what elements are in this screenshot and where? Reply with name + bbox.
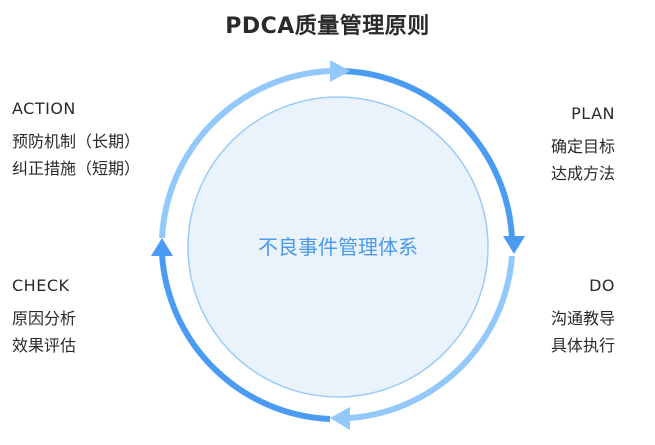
do-arc — [349, 255, 515, 421]
diagram-title: PDCA质量管理原则 — [225, 14, 430, 39]
check-block: CHECK 原因分析 效果评估 — [12, 272, 76, 359]
check-arrow-icon — [151, 238, 173, 256]
check-label: CHECK — [12, 276, 70, 295]
plan-line-2: 达成方法 — [550, 164, 615, 183]
check-line-1: 原因分析 — [12, 309, 77, 328]
check-line-2: 效果评估 — [12, 336, 77, 355]
do-line-1: 沟通教导 — [550, 309, 615, 328]
action-arrow-icon — [330, 60, 350, 82]
action-label: ACTION — [12, 99, 76, 118]
check-arc — [159, 253, 331, 422]
center-label: 不良事件管理体系 — [258, 235, 418, 259]
plan-block: PLAN 确定目标 达成方法 — [551, 100, 615, 187]
center-circle — [187, 96, 489, 398]
do-label: DO — [589, 276, 615, 295]
plan-arc — [341, 68, 515, 239]
do-line-2: 具体执行 — [550, 336, 615, 355]
action-line-1: 预防机制（长期） — [12, 132, 141, 151]
do-arrow-icon — [330, 407, 350, 430]
plan-label: PLAN — [571, 104, 615, 123]
action-block: ACTION 预防机制（长期） 纠正措施（短期） — [12, 95, 140, 182]
plan-arrow-icon — [503, 236, 525, 254]
plan-line-1: 确定目标 — [550, 137, 615, 156]
do-block: DO 沟通教导 具体执行 — [551, 272, 615, 359]
action-arc — [159, 68, 331, 239]
action-line-2: 纠正措施（短期） — [12, 159, 141, 178]
